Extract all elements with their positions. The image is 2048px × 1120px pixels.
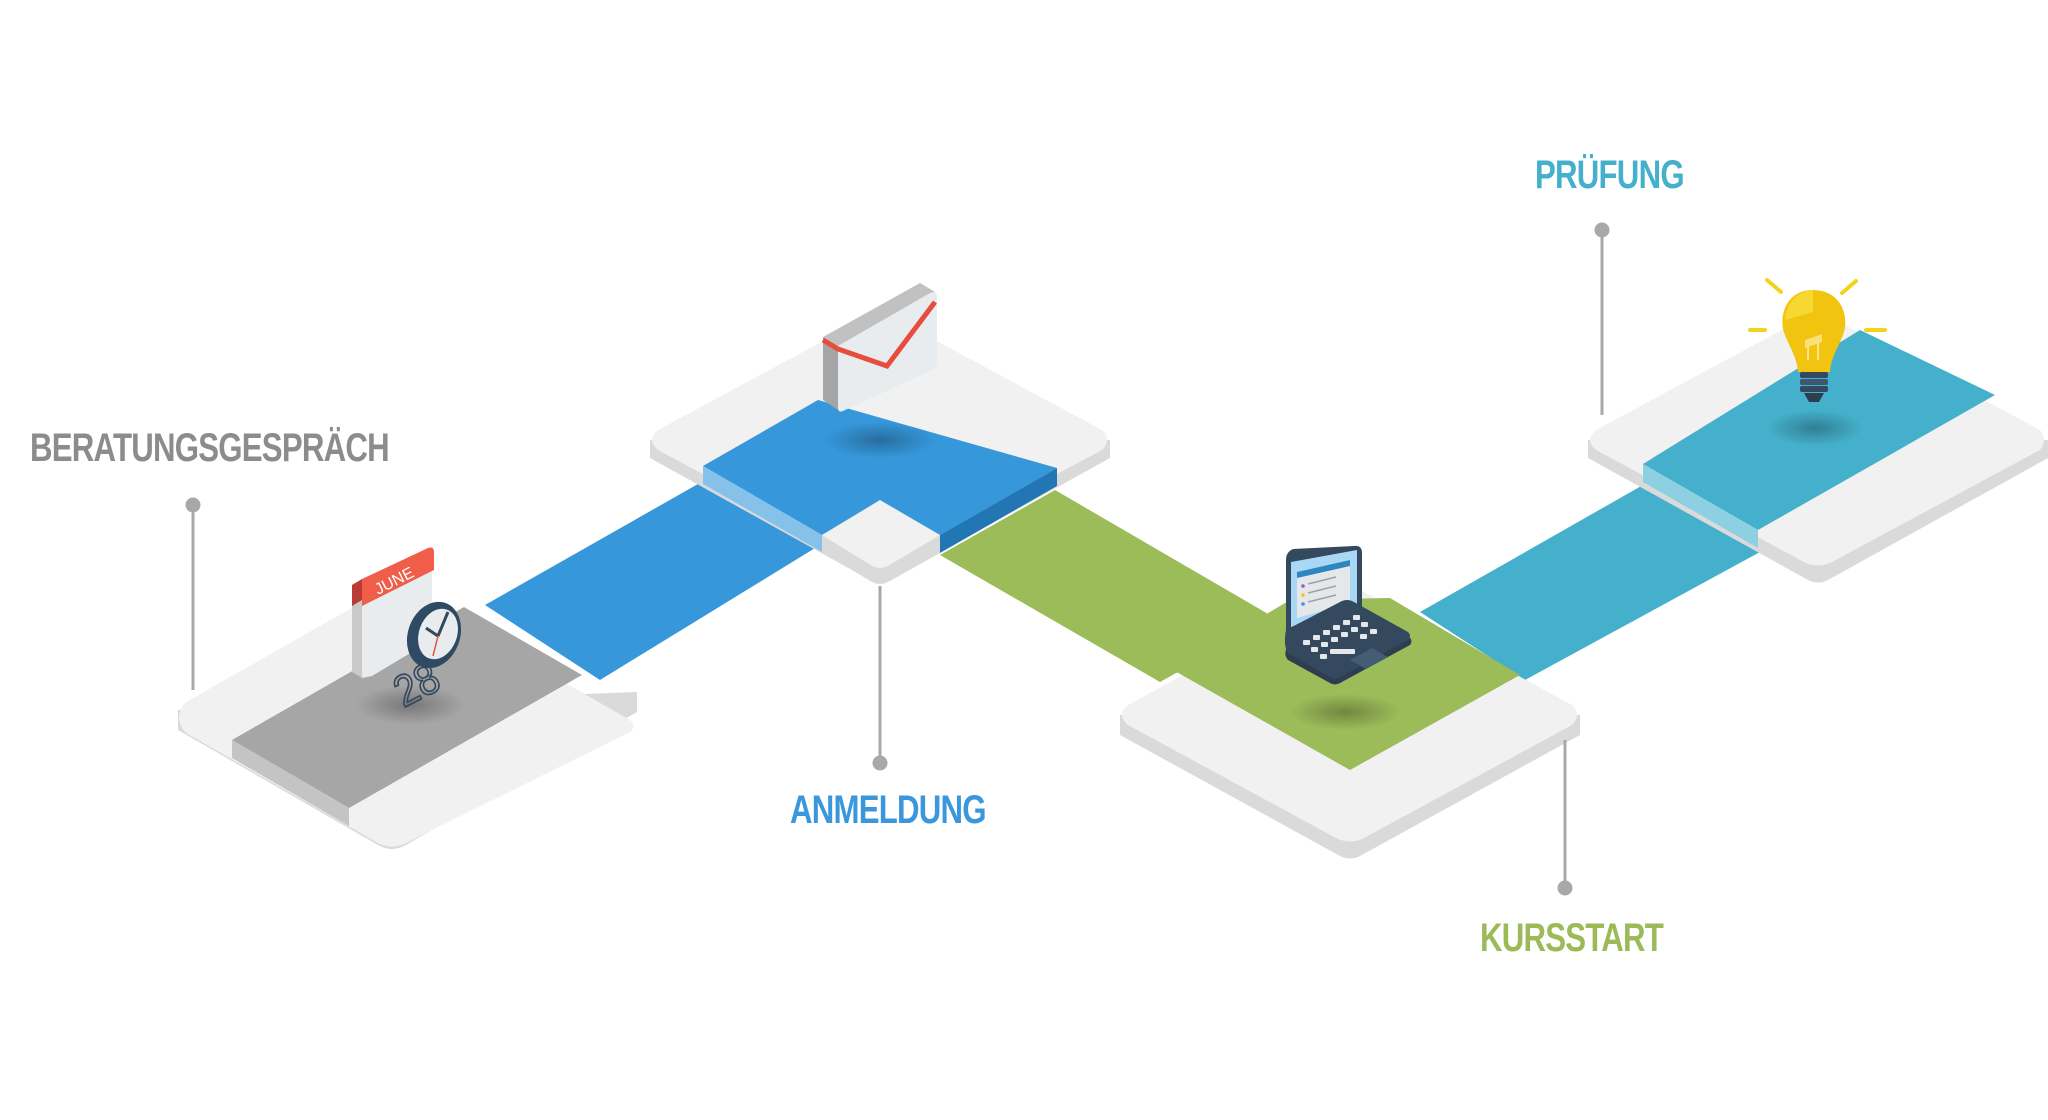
icon-shadow — [355, 685, 465, 725]
platform-kursstart — [1120, 588, 1580, 859]
connector-path-3-4 — [1420, 485, 1760, 680]
path-segment-teal — [1420, 485, 1760, 680]
connector-path-1-2 — [485, 480, 820, 680]
platform-anmeldung — [650, 314, 1110, 584]
icon-shadow — [1290, 694, 1400, 730]
step-label-beratungsgespraech: BERATUNGSGESPRÄCH — [30, 426, 390, 470]
connector-path-2-3 — [940, 490, 1275, 682]
notch-side — [822, 535, 940, 584]
callout-dot — [1594, 222, 1610, 238]
path-edge-dark — [940, 468, 1057, 553]
notch-block — [822, 502, 940, 568]
platform-beratungsgespraech — [178, 588, 637, 849]
path-edge-light — [1643, 464, 1758, 548]
laptop-icon — [1284, 545, 1412, 685]
path-edge-light — [703, 466, 822, 552]
path-segment-green — [940, 490, 1275, 682]
step-label-anmeldung: ANMELDUNG — [790, 788, 987, 832]
platform-pruefung — [1588, 314, 2048, 583]
callout-pruefung — [1594, 222, 1610, 415]
icon-shadow — [1767, 410, 1863, 446]
envelope-icon — [821, 283, 937, 412]
callout-beratungsgespraech — [185, 497, 201, 690]
stripe-side — [232, 740, 349, 826]
keyboard-keys — [1303, 615, 1377, 659]
path-segment-blue — [485, 480, 820, 680]
callout-anmeldung — [872, 586, 888, 771]
icon-shadow — [825, 422, 935, 458]
step-label-pruefung: PRÜFUNG — [1535, 153, 1685, 197]
callout-kursstart — [1557, 740, 1573, 896]
step-label-kursstart: KURSSTART — [1480, 916, 1664, 960]
clock-icon — [406, 601, 462, 669]
path-area-blue — [703, 400, 1057, 535]
lightbulb-icon — [1748, 278, 1887, 402]
path-area-green — [1173, 598, 1520, 770]
callout-dot — [872, 755, 888, 771]
callout-dot — [1557, 880, 1573, 896]
callout-dot — [185, 497, 201, 513]
